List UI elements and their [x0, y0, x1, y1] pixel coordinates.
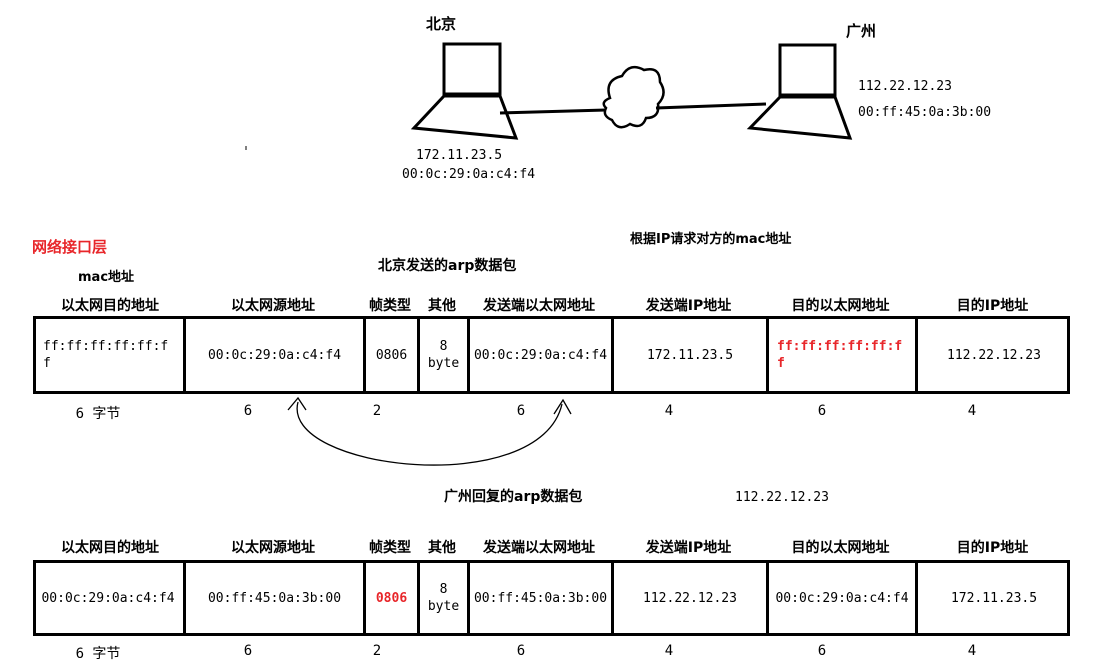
packet2-header-eth-dest: 以太网目的地址 [61, 540, 159, 556]
packet2-value-target-ip: 172.11.23.5 [950, 590, 1038, 606]
packet2-header-other: 其他 [428, 540, 456, 556]
packet2-value-frame-type: 0806 [375, 590, 408, 606]
packet1-cell-other: 8 byte [417, 319, 467, 391]
packet2-header-target-eth: 目的以太网地址 [791, 540, 890, 556]
packet1-size-2: 2 [372, 403, 382, 419]
packet2-cell-target-ip: 172.11.23.5 [915, 563, 1070, 633]
packet2-value-eth-src: 00:ff:45:0a:3b:00 [207, 590, 342, 606]
packet2-cell-sender-eth: 00:ff:45:0a:3b:00 [467, 563, 611, 633]
layer-label: 网络接口层 [32, 238, 108, 256]
packet2-header-target-ip: 目的IP地址 [956, 540, 1029, 556]
cloud-icon [602, 65, 665, 129]
packet1-cell-sender-ip: 172.11.23.5 [611, 319, 766, 391]
packet1-title: 北京发送的arp数据包 [378, 258, 517, 274]
packet2-value-target-eth: 00:0c:29:0a:c4:f4 [775, 590, 909, 606]
packet1-value-target-ip: 112.22.12.23 [947, 347, 1041, 363]
packet1-header-other: 其他 [428, 298, 456, 314]
packet1-header-target-eth: 目的以太网地址 [791, 298, 890, 314]
packet1-cell-frame-type: 0806 [363, 319, 417, 391]
packet1-value-eth-dest: ff:ff:ff:ff:ff:ff [43, 339, 169, 371]
beijing-mac: 00:0c:29:0a:c4:f4 [402, 167, 536, 182]
beijing-label: 北京 [426, 15, 457, 33]
packet1-value-sender-ip: 172.11.23.5 [646, 347, 734, 363]
packet1-header-eth-dest: 以太网目的地址 [61, 298, 159, 314]
packet2-cell-sender-ip: 112.22.12.23 [611, 563, 766, 633]
packet2-cell-frame-type: 0806 [363, 563, 417, 633]
packet1-value-sender-eth: 00:0c:29:0a:c4:f4 [473, 347, 608, 363]
request-note: 根据IP请求对方的mac地址 [630, 232, 792, 247]
packet1-value-other: 8 byte [427, 339, 460, 371]
network-link [499, 108, 607, 115]
packet1-frame: ff:ff:ff:ff:ff:ff 00:0c:29:0a:c4:f4 0806 8 … [33, 316, 1070, 394]
packet2-size-0: 6 字节 [75, 646, 121, 662]
packet1-cell-eth-dest: ff:ff:ff:ff:ff:ff [33, 319, 183, 391]
packet2-size-6: 4 [967, 643, 977, 659]
packet2-cell-other: 8 byte [417, 563, 467, 633]
packet1-header-frame-type: 帧类型 [369, 298, 411, 314]
packet1-cell-sender-eth: 00:0c:29:0a:c4:f4 [467, 319, 611, 391]
packet2-cell-eth-src: 00:ff:45:0a:3b:00 [183, 563, 363, 633]
packet2-value-eth-dest: 00:0c:29:0a:c4:f4 [41, 590, 175, 606]
mac-label: mac地址 [78, 270, 135, 285]
packet1-size-0: 6 字节 [75, 406, 121, 422]
beijing-computer-icon [410, 42, 519, 140]
guangzhou-mac: 00:ff:45:0a:3b:00 [858, 105, 992, 120]
packet1-cell-target-ip: 112.22.12.23 [915, 319, 1070, 391]
packet1-size-4: 4 [664, 403, 674, 419]
packet1-size-3: 6 [516, 403, 526, 419]
packet2-size-4: 4 [664, 643, 674, 659]
packet2-header-sender-eth: 发送端以太网地址 [483, 540, 595, 556]
packet2-size-3: 6 [516, 643, 526, 659]
packet2-value-sender-eth: 00:ff:45:0a:3b:00 [473, 590, 608, 606]
packet1-value-target-eth: ff:ff:ff:ff:ff:ff [777, 339, 903, 371]
packet2-cell-target-eth: 00:0c:29:0a:c4:f4 [766, 563, 915, 633]
packet2-header-sender-ip: 发送端IP地址 [645, 540, 732, 556]
curved-arrow [296, 401, 563, 466]
packet1-value-frame-type: 0806 [375, 347, 408, 363]
beijing-ip: 172.11.23.5 [416, 148, 503, 163]
packet2-ip: 112.22.12.23 [735, 490, 829, 505]
packet2-header-frame-type: 帧类型 [369, 540, 411, 556]
packet2-title: 广州回复的arp数据包 [444, 489, 583, 505]
guangzhou-ip: 112.22.12.23 [858, 79, 952, 94]
packet2-size-5: 6 [817, 643, 827, 659]
packet1-header-eth-src: 以太网源地址 [231, 298, 315, 314]
packet2-cell-eth-dest: 00:0c:29:0a:c4:f4 [33, 563, 183, 633]
packet2-value-sender-ip: 112.22.12.23 [643, 590, 737, 606]
packet1-header-sender-eth: 发送端以太网地址 [483, 298, 595, 314]
packet2-header-eth-src: 以太网源地址 [231, 540, 315, 556]
packet1-size-5: 6 [817, 403, 827, 419]
packet2-size-2: 2 [372, 643, 382, 659]
packet1-value-eth-src: 00:0c:29:0a:c4:f4 [207, 347, 342, 363]
packet2-value-other: 8 byte [427, 582, 460, 614]
packet1-size-6: 4 [967, 403, 977, 419]
packet1-cell-eth-src: 00:0c:29:0a:c4:f4 [183, 319, 363, 391]
guangzhou-label: 广州 [846, 22, 877, 40]
guangzhou-computer-icon [746, 43, 853, 140]
packet1-header-sender-ip: 发送端IP地址 [645, 298, 732, 314]
packet2-size-1: 6 [243, 643, 253, 659]
packet1-header-target-ip: 目的IP地址 [956, 298, 1029, 314]
packet1-cell-target-eth: ff:ff:ff:ff:ff:ff [766, 319, 915, 391]
packet1-size-1: 6 [243, 403, 253, 419]
packet2-frame: 00:0c:29:0a:c4:f4 00:ff:45:0a:3b:00 0806 8 … [33, 560, 1070, 636]
